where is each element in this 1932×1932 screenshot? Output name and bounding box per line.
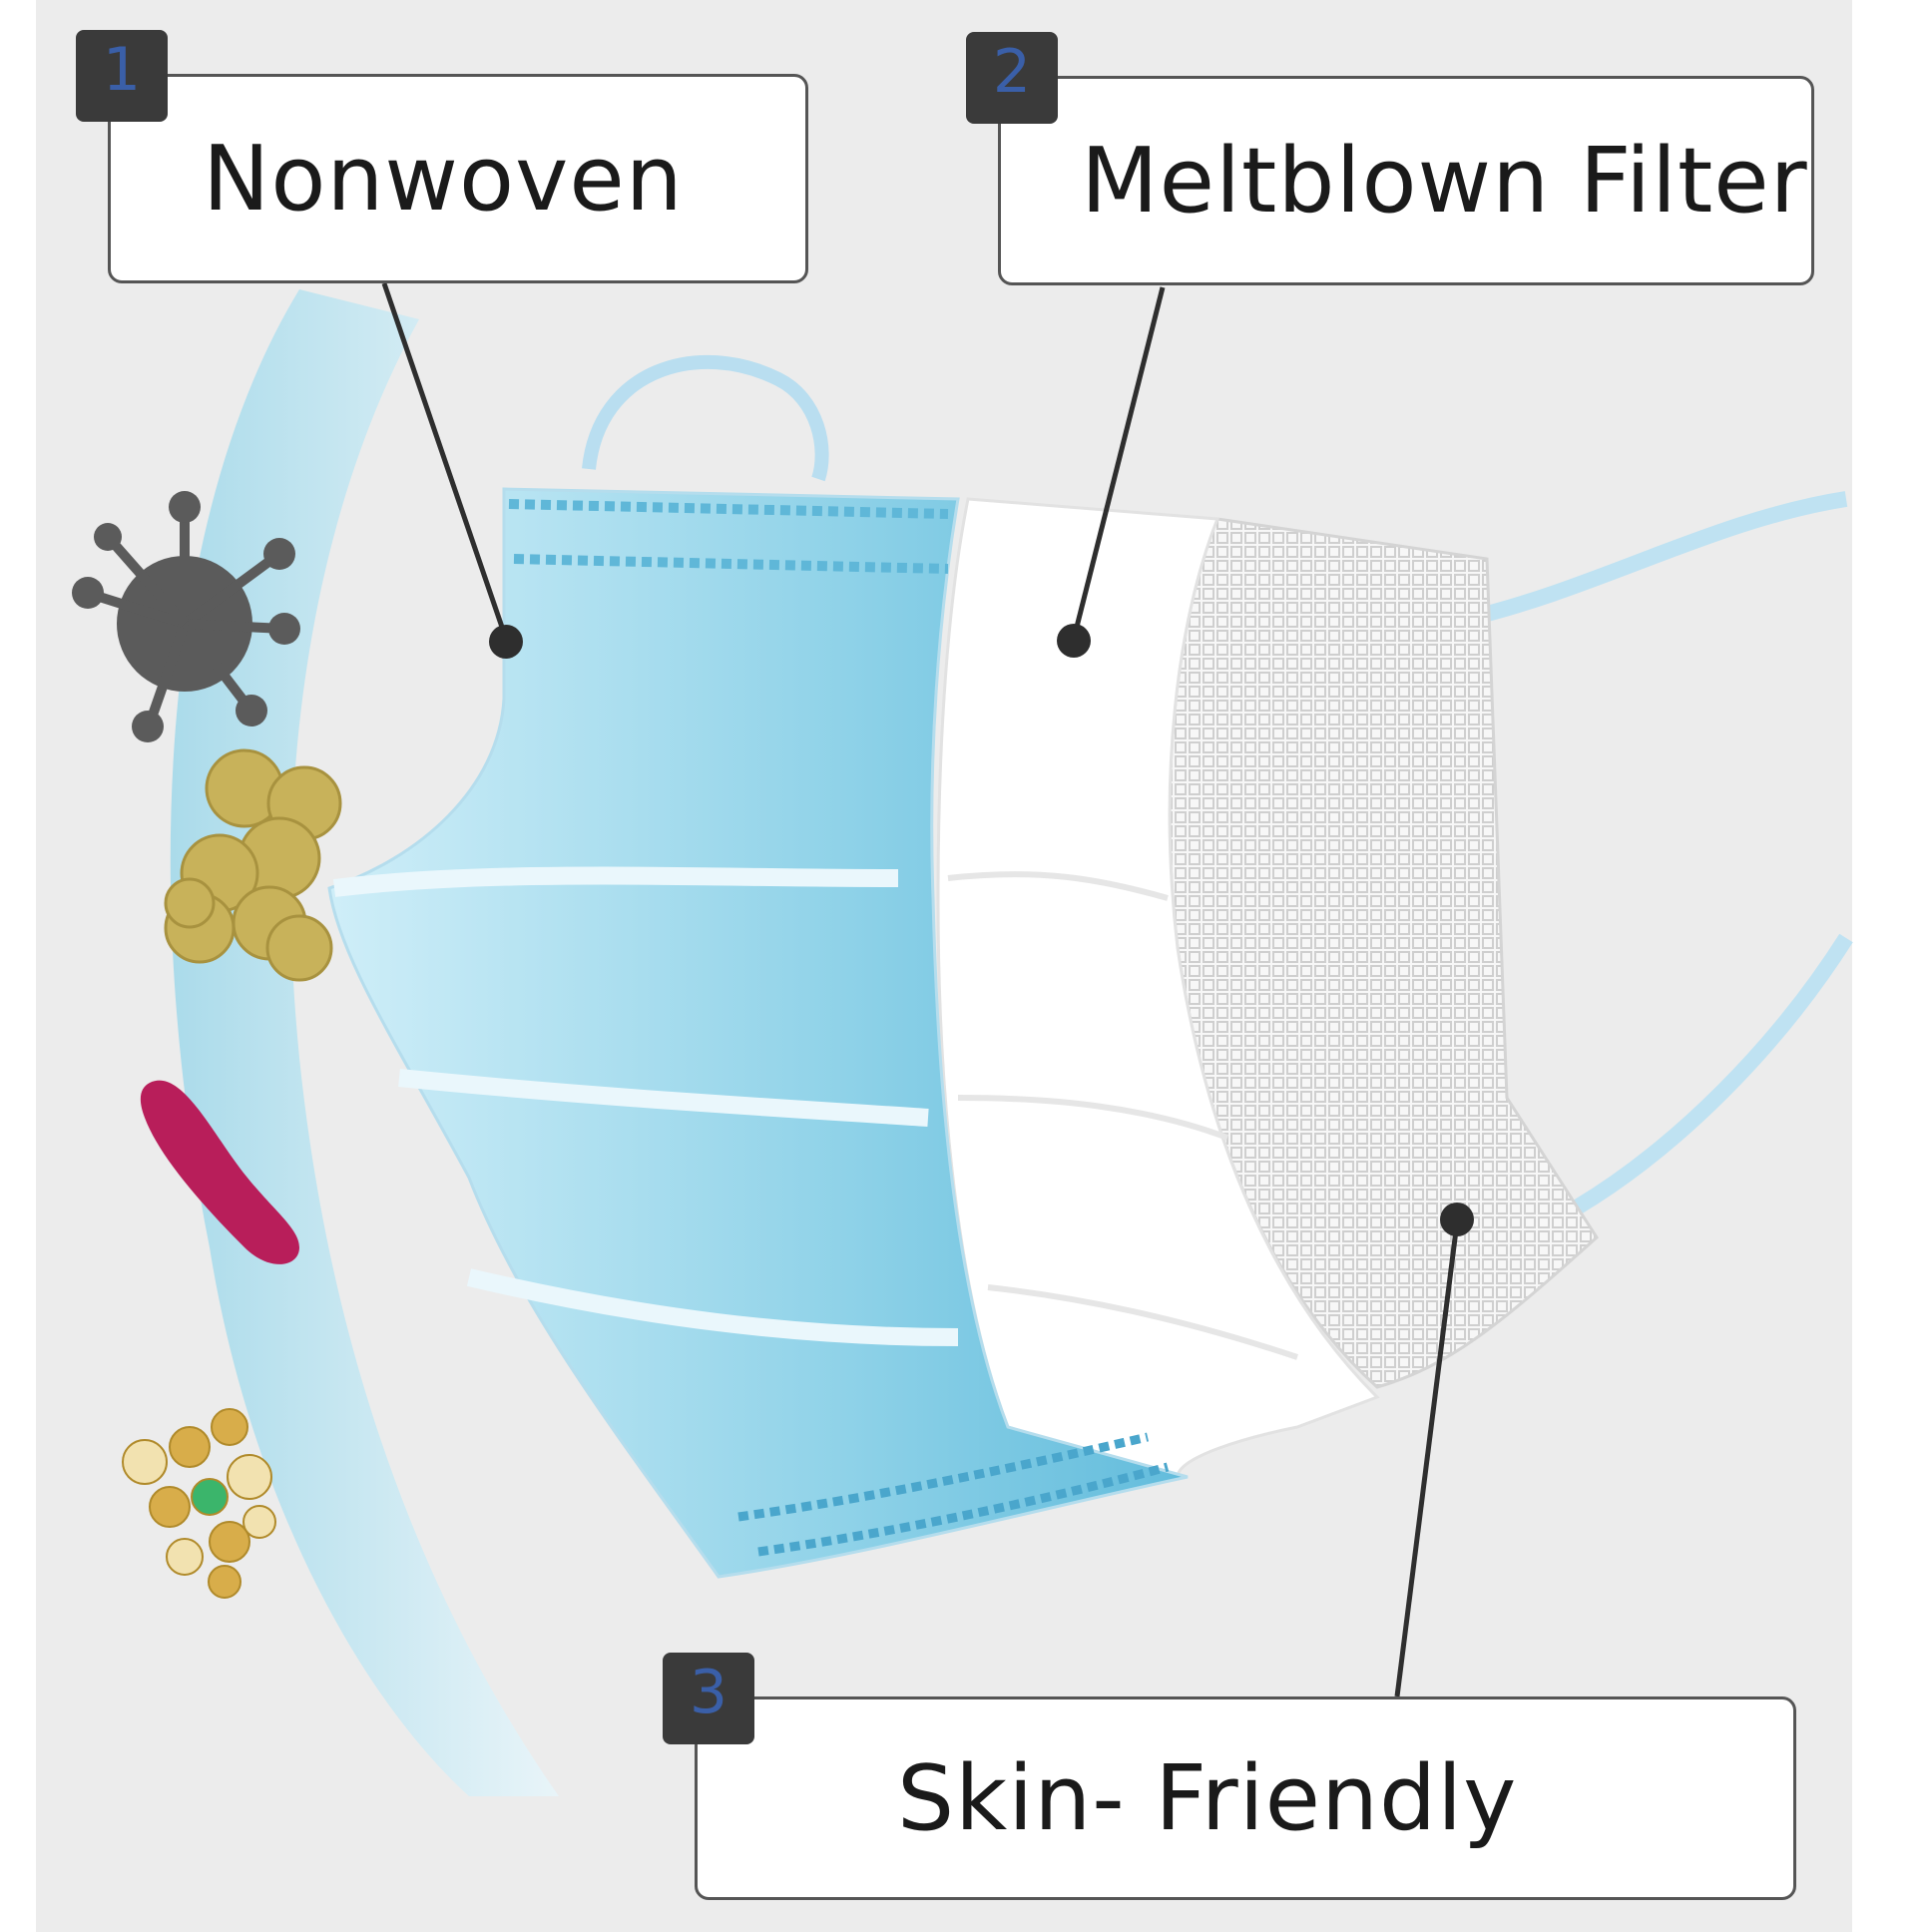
callout-number-badge-2: 2 (966, 32, 1058, 124)
callout-label-meltblown-filter: Meltblown Filter (1081, 128, 1808, 234)
callout-number-badge-3: 3 (663, 1653, 754, 1744)
ear-loop-top (582, 354, 829, 482)
callout-number-badge-1: 1 (76, 30, 168, 122)
bacteria-cluster-icon (164, 748, 342, 982)
particle-cluster-icon (122, 1408, 276, 1599)
callout-nonwoven: Nonwoven (108, 74, 808, 283)
meltblown-layer (936, 497, 1380, 1480)
callout-label-nonwoven: Nonwoven (203, 126, 684, 232)
callout-meltblown-filter: Meltblown Filter (998, 76, 1814, 285)
ear-loop-right-lower (1572, 933, 1853, 1214)
shield-arc (170, 289, 560, 1796)
bacillus-icon (140, 1080, 299, 1264)
nonwoven-layer (327, 487, 1189, 1579)
ear-loop-right (1465, 491, 1848, 627)
virus-icon (72, 491, 300, 742)
callout-label-skin-friendly: Skin- Friendly (897, 1745, 1518, 1851)
leader-lines (381, 282, 1474, 1697)
callout-skin-friendly: Skin- Friendly (695, 1696, 1796, 1900)
